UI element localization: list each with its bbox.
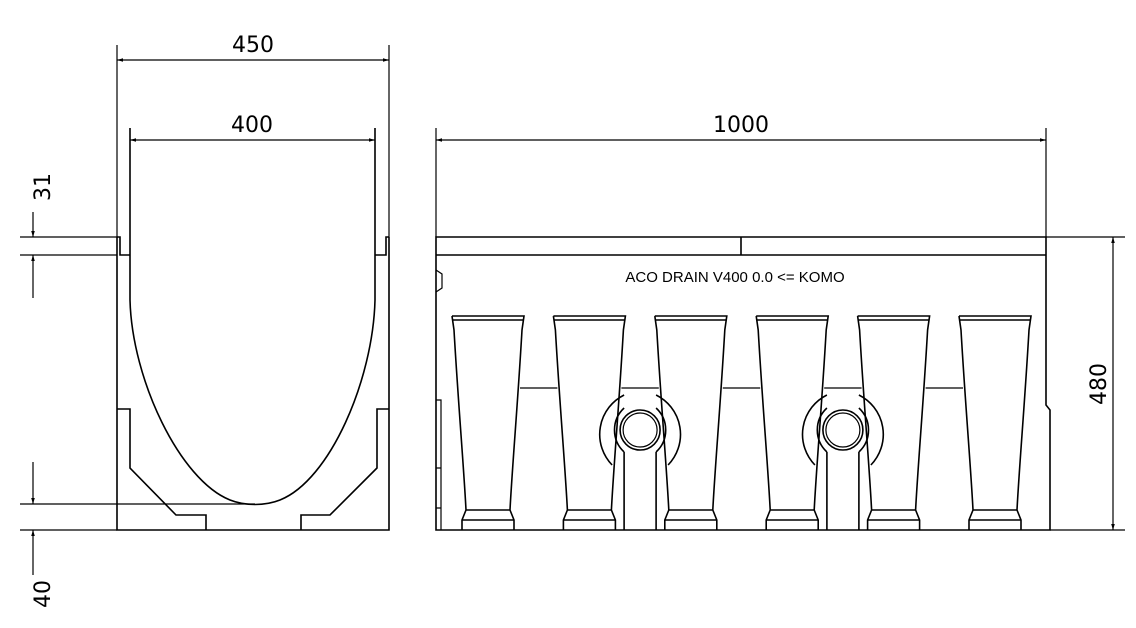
extension-lines-31: [20, 236, 117, 256]
pocket: [958, 315, 1032, 530]
pockets: [451, 315, 1032, 530]
pocket: [552, 315, 627, 530]
pocket: [451, 315, 525, 530]
connection-hole: [619, 409, 661, 451]
channel-profile: [129, 128, 376, 506]
side-view: ACO DRAIN V400 0.0 <= KOMO 1000 480: [435, 113, 1125, 531]
extension-lines-1000: [435, 128, 1047, 237]
section-view: 450 400 31 40: [20, 33, 390, 608]
connection-hole-inner: [825, 412, 861, 448]
pocket: [755, 315, 830, 530]
connection-hole: [822, 409, 864, 451]
connection-hole-inner: [622, 412, 658, 448]
extension-lines-40: [20, 503, 255, 531]
hole-boss: [598, 394, 682, 530]
dimension-label-31: 31: [31, 173, 56, 201]
extension-lines-450: [116, 45, 390, 237]
product-marking: ACO DRAIN V400 0.0 <= KOMO: [625, 269, 844, 286]
dimension-label-1000: 1000: [713, 113, 769, 138]
hole-boss: [801, 394, 885, 530]
dimension-label-450: 450: [232, 33, 274, 58]
section-outline: [116, 236, 390, 531]
dimension-label-40: 40: [31, 580, 56, 608]
dimension-label-480: 480: [1087, 363, 1112, 405]
base-detail-left: [117, 408, 207, 530]
base-detail-right: [300, 408, 389, 530]
dimension-label-400: 400: [231, 113, 273, 138]
end-joint-detail: [435, 269, 443, 530]
